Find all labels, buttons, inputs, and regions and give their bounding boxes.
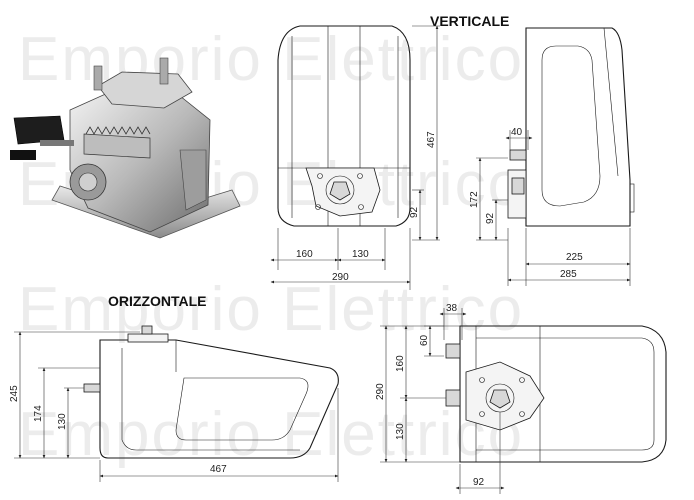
label-orizzontale: ORIZZONTALE xyxy=(108,293,207,309)
dim-top-38: 38 xyxy=(446,303,458,314)
dim-side-92: 92 xyxy=(485,212,496,224)
side-view-vertical xyxy=(507,27,635,227)
side-dimensions: 40 172 92 225 285 xyxy=(469,127,631,286)
dim-front-290: 290 xyxy=(332,272,349,283)
front-view-vertical xyxy=(277,25,411,227)
dim-top-92: 92 xyxy=(473,477,485,488)
label-verticale: VERTICALE xyxy=(430,13,509,29)
dim-side-172: 172 xyxy=(469,191,480,208)
dim-front-160: 160 xyxy=(296,249,313,260)
dim-front-92: 92 xyxy=(409,206,420,218)
dim-side-225: 225 xyxy=(566,252,583,263)
watermark-row-4: Emporio Elettrico xyxy=(18,400,524,469)
top-view-dimensions: 38 60 290 160 130 92 xyxy=(375,303,505,494)
dim-front-467: 467 xyxy=(426,131,437,148)
dim-front-130: 130 xyxy=(352,249,369,260)
motor-photo xyxy=(10,57,241,239)
dim-top-290: 290 xyxy=(375,383,386,400)
side-view-horizontal xyxy=(83,325,339,459)
dim-horiz-130: 130 xyxy=(57,413,68,430)
dim-top-60: 60 xyxy=(419,334,430,346)
horizontal-side-dimensions: 245 174 130 467 xyxy=(9,331,339,482)
dim-horiz-245: 245 xyxy=(9,385,20,402)
top-view-horizontal xyxy=(445,325,667,463)
dim-top-160: 160 xyxy=(395,355,406,372)
dim-side-40: 40 xyxy=(511,127,523,138)
dim-horiz-467: 467 xyxy=(210,464,227,475)
front-dimensions: 160 130 290 467 92 xyxy=(270,25,440,290)
watermark-row-3: Emporio Elettrico xyxy=(18,275,524,344)
dim-side-285: 285 xyxy=(560,269,577,280)
dim-horiz-174: 174 xyxy=(33,405,44,422)
dim-top-130: 130 xyxy=(395,423,406,440)
